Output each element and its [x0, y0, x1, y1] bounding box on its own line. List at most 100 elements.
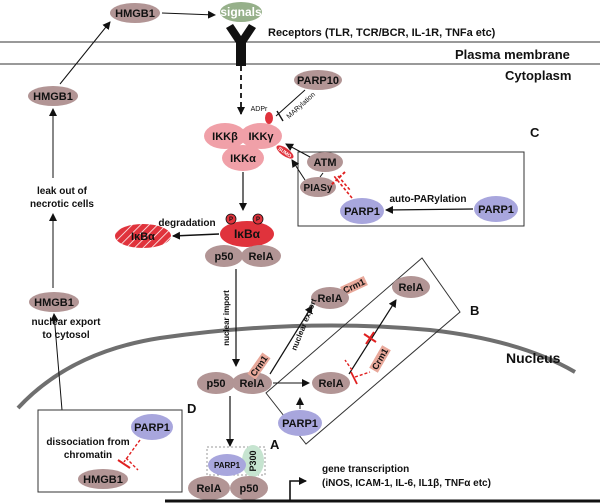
ikk-beta-label: IKKβ: [212, 131, 238, 143]
p50-nucleus: [197, 372, 235, 394]
box-b-block-x: [363, 331, 377, 345]
necrotic-cells-text: necrotic cells: [30, 199, 94, 210]
nuclear-envelope: [16, 323, 577, 410]
p300-label: P300: [248, 450, 258, 471]
parp1-box-b: [278, 410, 322, 436]
auto-parylation-arrow: [385, 205, 474, 214]
hmgb1-up-arrow-1: [59, 21, 111, 85]
nucleus-label: Nucleus: [506, 350, 561, 366]
hmgb1-left-upper: [28, 86, 78, 106]
box-b-letter: B: [470, 303, 479, 318]
p50-cytoplasm-label: p50: [215, 251, 234, 263]
hmgb1-box-d: [78, 469, 128, 489]
adpr-modification: [265, 112, 273, 124]
adpr-label: ADPr: [251, 106, 268, 113]
dissociation-text-1: dissociation from: [46, 437, 129, 448]
p50-nucleus-label: p50: [207, 378, 226, 390]
rela-box-b-top-label: RelA: [398, 282, 423, 294]
parp1-box-d-label: PARP1: [134, 422, 170, 434]
nuclear-export-to-cytosol-text-1: nuclear export: [32, 317, 102, 328]
phospho-2-label: P: [256, 217, 260, 223]
parp1-box-c-label: PARP1: [344, 206, 380, 218]
rela-nucleus-label: RelA: [239, 378, 264, 390]
parp1-box-b-label: PARP1: [282, 418, 318, 430]
piasy-to-sumo-arrow: [291, 159, 306, 181]
phospho-1-label: P: [229, 217, 233, 223]
rela-exported-label: RelA: [317, 293, 342, 305]
crm1-nucleus-label: Crm1: [248, 354, 269, 379]
box-a-letter: A: [270, 437, 280, 452]
rela-dna-label: RelA: [196, 483, 221, 495]
piasy-to-atm-arrow: [319, 172, 324, 178]
signals-label: signals: [220, 5, 262, 19]
crm1-top-tag: [340, 275, 368, 297]
p50-cytoplasm: [205, 245, 243, 267]
ikba-degraded: [115, 224, 171, 248]
nuclear-import-label: nuclear import: [222, 290, 231, 346]
gene-list-label: (iNOS, ICAM-1, IL-6, IL1β, TNFα etc): [322, 478, 491, 489]
auto-parylation-label: auto-PARylation: [389, 194, 466, 205]
rela-box-b-top: [392, 276, 430, 298]
box-d-inhibition-mark: [117, 439, 141, 471]
box-c-letter: C: [530, 125, 540, 140]
degradation-label: degradation: [158, 218, 215, 229]
parp1-box-a: [208, 454, 246, 476]
rela-nucleus: [232, 372, 272, 394]
p50-dna-label: p50: [240, 483, 259, 495]
marylation-bar: [276, 110, 284, 122]
crm1-box-b-label: Crm1: [370, 347, 390, 372]
ikba-complex-label: IκBα: [234, 227, 261, 241]
parp10-marylation-line: [275, 89, 306, 117]
hmgb1-nuclear-export-arrow: [50, 313, 63, 411]
crm1-box-b-tag: [369, 345, 391, 373]
cytoplasm-label: Cytoplasm: [505, 68, 571, 83]
box-a: [206, 446, 266, 476]
parp1-box-c: [340, 198, 384, 224]
rela-exported: [311, 287, 349, 309]
rela-cytoplasm: [241, 245, 281, 267]
ikk-beta: [204, 123, 246, 149]
hmgb1-to-signals-arrow: [161, 10, 216, 19]
atm: [307, 152, 343, 172]
plasma-membrane-label: Plasma membrane: [455, 47, 570, 62]
rela-cytoplasm-label: RelA: [248, 251, 273, 263]
degradation-arrow: [172, 231, 220, 240]
sumo-label: SUMO: [277, 146, 293, 160]
ikba-complex: [220, 221, 274, 247]
leak-out-text: leak out of: [37, 186, 88, 197]
gene-transcription-label: gene transcription: [322, 464, 409, 475]
receptors-label: Receptors (TLR, TCR/BCR, IL-1R, TNFa etc…: [268, 27, 496, 39]
rela-box-b-label: RelA: [318, 378, 343, 390]
piasy: [300, 177, 336, 197]
parp10-label: PARP10: [297, 75, 339, 87]
rela-dna: [188, 476, 230, 500]
atm-label: ATM: [313, 157, 336, 169]
hmgb1-top: [110, 3, 160, 23]
box-c: [297, 151, 525, 227]
crm1-nucleus-tag: [247, 352, 271, 380]
ikk-alpha-label: IKKα: [230, 153, 256, 165]
parp1-inhibition-mark: [329, 171, 353, 199]
dissociation-text-2: chromatin: [64, 450, 112, 461]
parp1-outer-label: PARP1: [478, 204, 514, 216]
hmgb1-top-label: HMGB1: [115, 8, 155, 20]
marylation-label: MARylation: [286, 91, 317, 120]
hmgb1-box-d-label: HMGB1: [83, 474, 123, 486]
nuclear-export-arrow: [269, 305, 313, 375]
p300: [242, 445, 264, 477]
hmgb1-left-lower: [29, 292, 79, 312]
sumo-modification: [276, 145, 294, 159]
plasma-membrane: [0, 41, 600, 65]
p50-dna: [230, 476, 268, 500]
parp1-box-a-label: PARP1: [214, 461, 241, 470]
ikba-degraded-label: IκBα: [131, 231, 155, 243]
phospho-1: [225, 213, 237, 225]
nuclear-export-to-cytosol-text-2: to cytosol: [42, 330, 89, 341]
atm-to-ikk-arrow: [285, 143, 311, 158]
receptor-icon: [226, 24, 256, 66]
box-d-letter: D: [187, 401, 196, 416]
ikk-gamma-label: IKKγ: [248, 131, 274, 143]
box-d: [37, 409, 183, 493]
hmgb1-left-lower-label: HMGB1: [34, 297, 74, 309]
